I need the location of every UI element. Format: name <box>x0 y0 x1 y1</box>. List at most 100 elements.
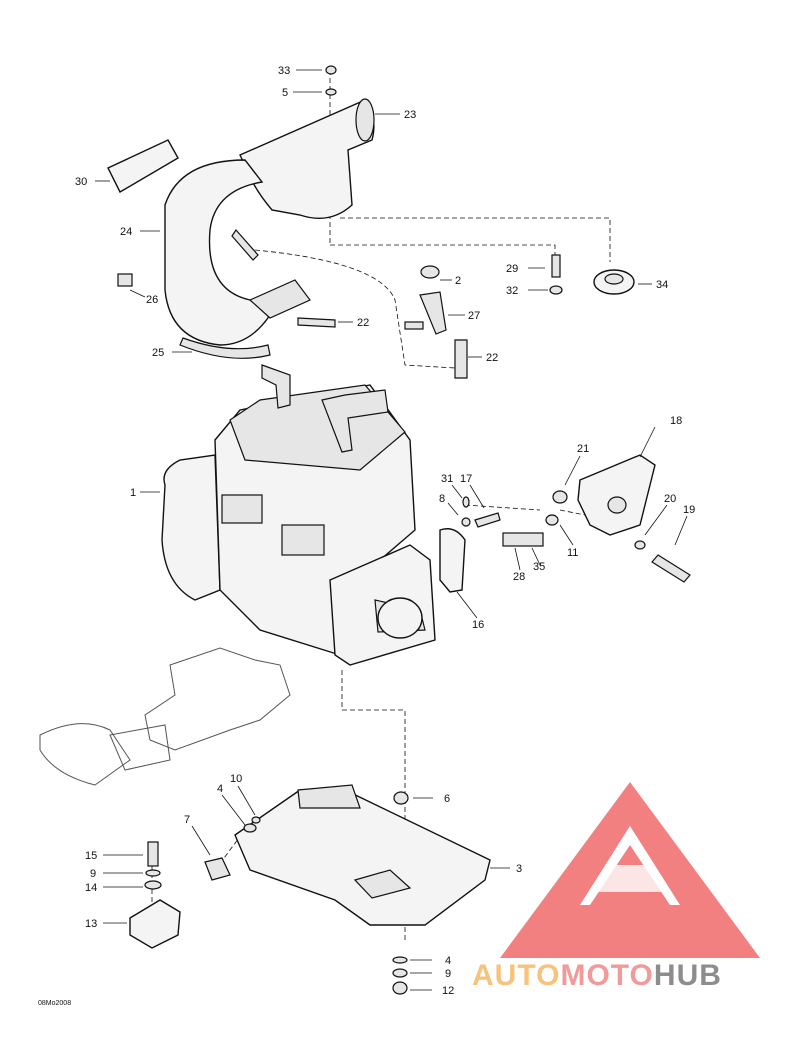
callout: 7 <box>184 814 190 826</box>
stud-29 <box>551 254 561 278</box>
callout: 24 <box>120 226 132 238</box>
nut-10 <box>251 816 261 824</box>
nut-33 <box>325 65 337 75</box>
callout-labels: 33 5 23 30 24 26 25 22 22 2 27 29 32 34 … <box>38 65 695 1007</box>
pto-shaft <box>377 597 423 639</box>
callout: 17 <box>460 473 472 485</box>
support-3-slot <box>353 869 412 899</box>
drawing-code: 08Mo2008 <box>38 1000 71 1007</box>
support-3 <box>234 789 491 926</box>
callout: 26 <box>146 294 158 306</box>
callout: 18 <box>670 415 682 427</box>
support-3-top <box>297 784 361 809</box>
callout: 6 <box>444 793 450 805</box>
engine-plate-assembly <box>439 454 691 593</box>
bolt-28-35 <box>502 532 544 547</box>
callout: 34 <box>656 279 668 291</box>
spring-22a <box>297 317 336 328</box>
callout: 33 <box>278 65 290 77</box>
nut-31 <box>462 496 470 508</box>
logo-inner-a <box>594 865 666 892</box>
watermark-auto: AUTO <box>472 959 560 992</box>
engine <box>161 364 436 666</box>
callout: 3 <box>516 863 522 875</box>
washer-11 <box>545 514 559 526</box>
washer-4b <box>392 956 408 964</box>
washer-9a <box>145 869 161 877</box>
callout: 35 <box>533 561 545 573</box>
callout: 28 <box>513 571 525 583</box>
exhaust-assembly <box>107 98 468 379</box>
mount-7 <box>204 857 231 881</box>
callout: 16 <box>472 619 484 631</box>
muffler-end <box>355 98 375 142</box>
leader-lines <box>95 69 688 991</box>
callout: 9 <box>445 968 451 980</box>
washer-14 <box>144 880 162 890</box>
callout: 22 <box>486 352 498 364</box>
spring-top <box>231 229 259 261</box>
watermark-moto: MOTO <box>560 959 653 992</box>
callout: 2 <box>455 275 461 287</box>
callout: 12 <box>442 985 454 997</box>
nut-12 <box>392 981 408 995</box>
washer-8 <box>461 517 471 527</box>
bolt-17 <box>474 512 501 528</box>
heat-shield <box>107 139 179 193</box>
callout: 9 <box>90 868 96 880</box>
watermark-text: AUTOMOTOHUB <box>472 959 722 992</box>
washer-20 <box>634 540 646 550</box>
pipe-flange <box>179 337 271 359</box>
mount-hardware <box>325 65 635 335</box>
callout: 29 <box>506 263 518 275</box>
spacer-6 <box>393 791 409 805</box>
exhaust-port-1 <box>221 494 263 524</box>
fuel-fittings-2 <box>321 389 389 453</box>
washer-32 <box>549 285 563 295</box>
engine-support <box>129 784 491 995</box>
muffler <box>239 99 375 219</box>
callout: 5 <box>282 87 288 99</box>
bolt-19 <box>651 554 691 583</box>
pipe-coupler <box>248 279 311 319</box>
callout: 27 <box>468 310 480 322</box>
spring-22b <box>454 339 468 379</box>
watermark-logo <box>500 782 760 958</box>
tuned-pipe <box>164 159 271 346</box>
fuel-fittings <box>261 364 291 409</box>
mount-13 <box>129 899 181 949</box>
callout: 13 <box>85 918 97 930</box>
plate-16 <box>439 528 466 593</box>
bolt-15 <box>147 841 159 867</box>
callout: 30 <box>75 176 87 188</box>
callout: 11 <box>567 547 578 559</box>
ghost-manifold <box>39 647 291 786</box>
callout: 4 <box>445 955 451 967</box>
callout: 19 <box>683 504 695 516</box>
washer-5 <box>325 88 337 96</box>
callout: 8 <box>439 493 445 505</box>
callout: 22 <box>357 317 369 329</box>
clip-26 <box>117 273 133 287</box>
engine-magneto <box>161 454 221 601</box>
svg-text:AUTOMOTOHUB: AUTOMOTOHUB <box>472 959 722 992</box>
callout: 20 <box>664 493 676 505</box>
plate-hole <box>607 496 627 514</box>
plate-18 <box>577 454 656 536</box>
callout: 1 <box>130 487 136 499</box>
callout: 23 <box>404 109 416 121</box>
callout: 14 <box>85 882 97 894</box>
grommet-34-hole <box>604 273 624 285</box>
exhaust-port-2 <box>281 524 325 556</box>
washer-9b <box>392 968 408 978</box>
nut-21 <box>552 490 568 504</box>
callout: 21 <box>577 443 589 455</box>
washer-4a <box>243 823 257 833</box>
callout: 4 <box>217 783 223 795</box>
callout: 25 <box>152 347 164 359</box>
callout: 32 <box>506 285 518 297</box>
callout: 31 <box>441 473 453 485</box>
bracket-27 <box>419 291 447 335</box>
callout: 15 <box>85 850 97 862</box>
